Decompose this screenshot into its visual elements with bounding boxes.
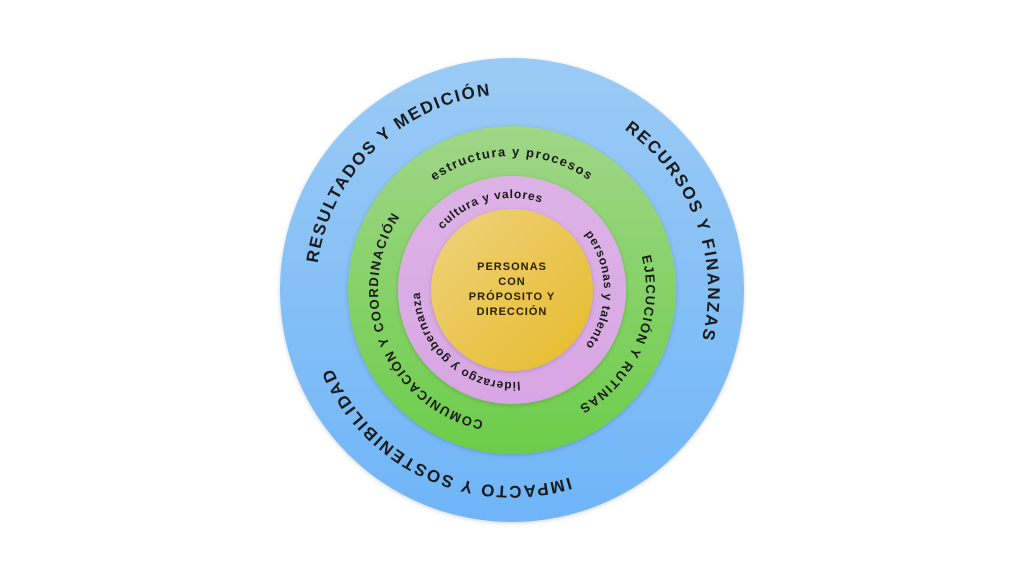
core-line-4: DIRECCIÓN [477,305,548,318]
core-line-2: CON [498,276,525,288]
core-line-3: PRÓPOSITO Y [469,290,555,303]
core-circle [431,209,593,371]
core-line-1: PERSONAS [477,261,547,273]
